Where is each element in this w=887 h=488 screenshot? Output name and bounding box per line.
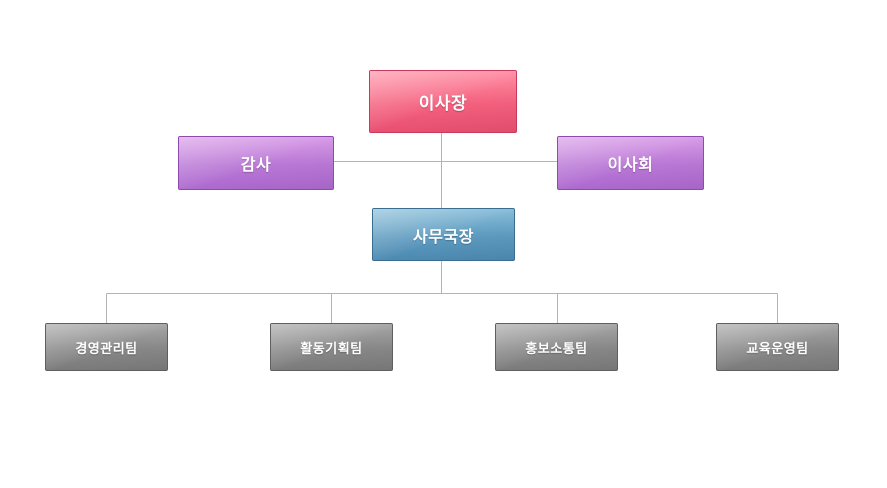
team-box-management[interactable]: 경영관리팀 [45,323,168,371]
secretary-general-box[interactable]: 사무국장 [372,208,515,261]
chairman-box[interactable]: 이사장 [369,70,517,133]
team-box-communications[interactable]: 홍보소통팀 [495,323,618,371]
auditor-box[interactable]: 감사 [178,136,334,190]
board-box[interactable]: 이사회 [557,136,704,190]
team-box-activity-planning[interactable]: 활동기획팀 [270,323,393,371]
team-box-education[interactable]: 교육운영팀 [716,323,839,371]
